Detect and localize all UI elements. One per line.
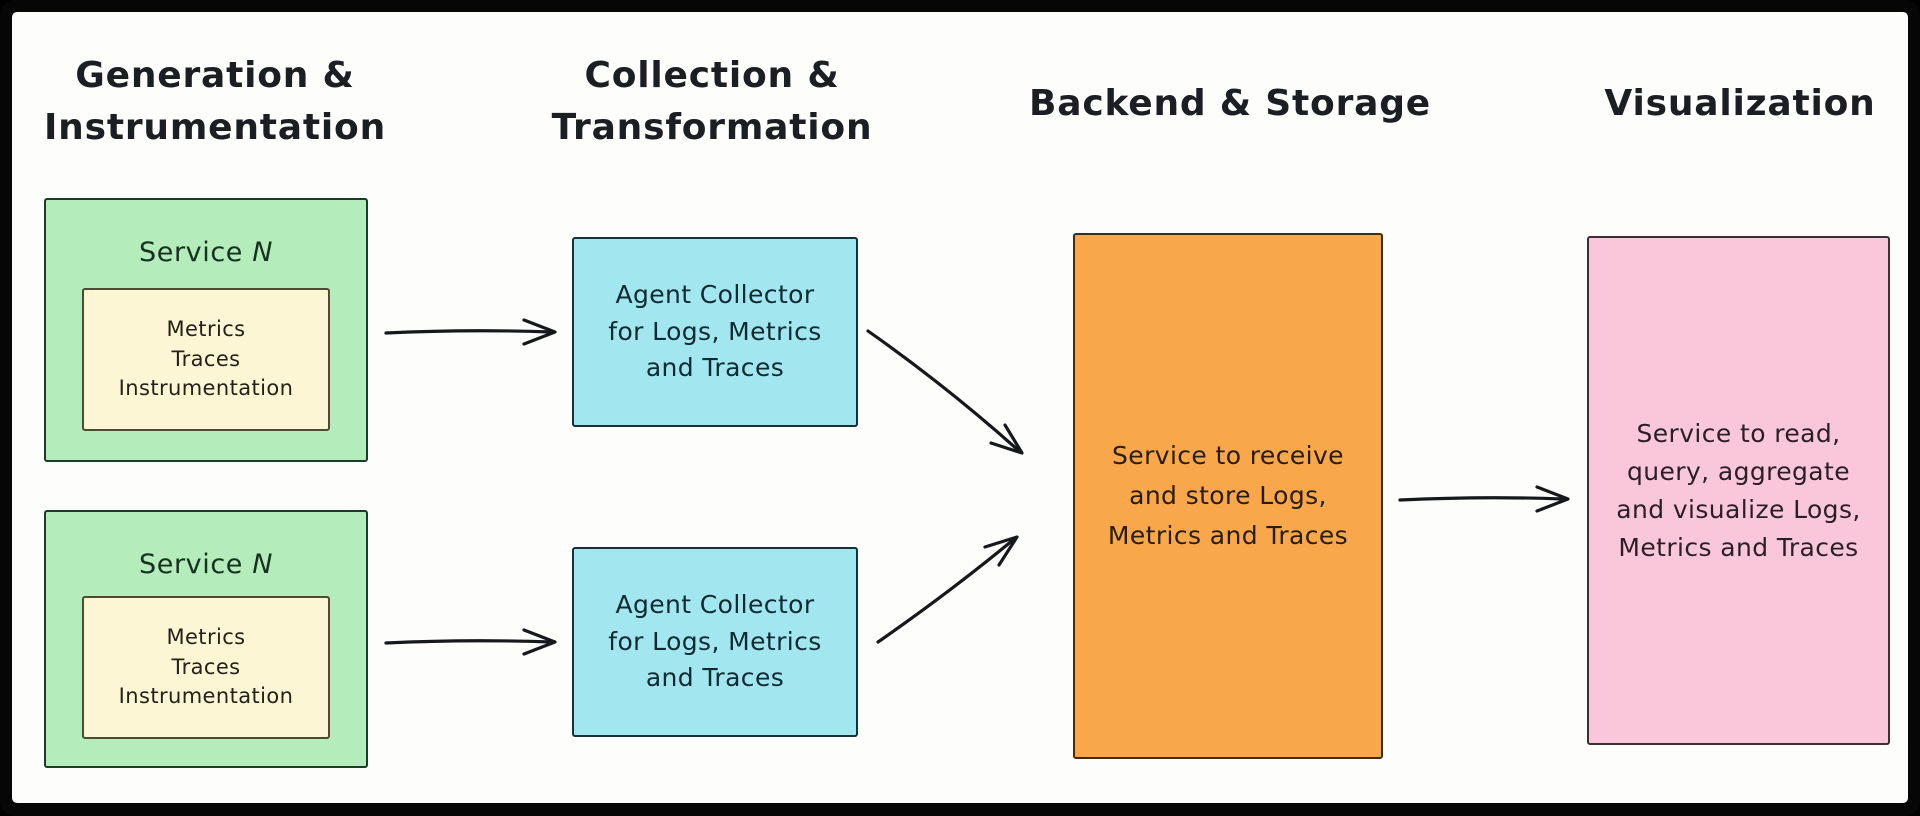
service-box-1-title-text: Service	[139, 237, 243, 268]
service-box-2-title-n: N	[252, 549, 273, 580]
visualization-box: Service to read, query, aggregate and vi…	[1587, 236, 1890, 745]
service-box-2-title-text: Service	[139, 549, 243, 580]
stage-title-collection: Collection & Transformation	[551, 55, 873, 148]
service-box-2-title: Service N	[46, 549, 366, 580]
service-box-1-title-n: N	[252, 237, 273, 268]
service-box-1-title: Service N	[46, 237, 366, 268]
collector-box-2: Agent Collector for Logs, Metrics and Tr…	[572, 547, 858, 737]
stage-title-generation: Generation & Instrumentation	[43, 55, 386, 148]
stage-title-backend: Backend & Storage	[1028, 83, 1432, 124]
instrumentation-note-1: Metrics Traces Instrumentation	[82, 288, 330, 431]
stage-title-visualization: Visualization	[1604, 83, 1876, 124]
instrumentation-note-2: Metrics Traces Instrumentation	[82, 596, 330, 739]
backend-box: Service to receive and store Logs, Metri…	[1073, 233, 1383, 759]
collector-box-1: Agent Collector for Logs, Metrics and Tr…	[572, 237, 858, 427]
